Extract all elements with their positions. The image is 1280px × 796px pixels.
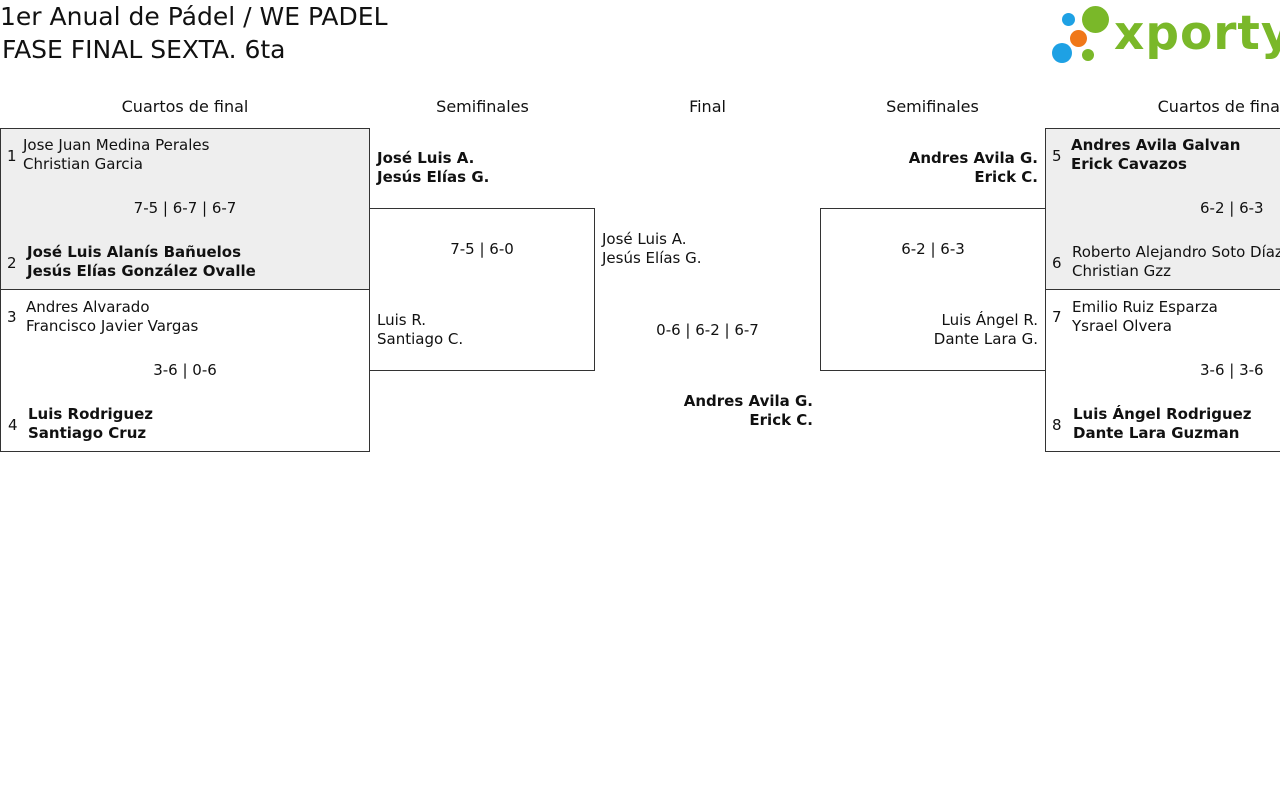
champion-player-name: Erick C. — [749, 411, 813, 429]
player-name: Francisco Javier Vargas — [26, 317, 199, 335]
player-name: Andres Alvarado — [26, 298, 150, 316]
champion-player-name: Andres Avila G. — [683, 392, 813, 410]
winner-player-name: Erick Cavazos — [1071, 155, 1187, 173]
winner-player-name: Luis Rodriguez — [28, 405, 153, 423]
winner-player-name: José Luis Alanís Bañuelos — [27, 243, 242, 261]
player-name: Christian Gzz — [1072, 262, 1172, 280]
player-name: Luis Ángel R. — [941, 311, 1038, 329]
player-name: Roberto Alejandro Soto Díaz — [1072, 243, 1280, 261]
winner-player-name: Dante Lara Guzman — [1073, 424, 1240, 442]
seed-number: 2 — [7, 254, 17, 272]
winner-player-name: José Luis A. — [377, 149, 475, 167]
winner-player-name: Jesús Elías González Ovalle — [27, 262, 256, 280]
logo-wordmark: xporty — [1114, 6, 1280, 61]
winner-player-name: Luis Ángel Rodriguez — [1073, 405, 1252, 423]
player-name: José Luis A. — [602, 230, 687, 248]
logo-dot-green-small — [1082, 49, 1094, 61]
winner-player-name: Santiago Cruz — [28, 424, 147, 442]
logo-dot-blue-large — [1052, 43, 1072, 63]
seed-number: 3 — [7, 308, 17, 326]
seed-number: 1 — [7, 147, 17, 165]
player-name: Jose Juan Medina Perales — [23, 136, 210, 154]
logo-dot-blue-small — [1062, 13, 1075, 26]
winner-player-name: Andres Avila G. — [908, 149, 1038, 167]
match-score: 3-6 | 0-6 — [153, 361, 217, 379]
xporty-logo: xporty — [1052, 4, 1280, 68]
match-qf-right-1[interactable] — [1045, 128, 1280, 290]
header-qf-left: Cuartos de final — [121, 97, 249, 116]
seed-number: 8 — [1052, 416, 1062, 434]
winner-player-name: Erick C. — [974, 168, 1038, 186]
header-qf-right: Cuartos de final — [1157, 97, 1280, 116]
match-score: 7-5 | 6-0 — [450, 240, 514, 258]
page-subtitle: FASE FINAL SEXTA. 6ta — [2, 35, 286, 64]
player-name: Santiago C. — [377, 330, 464, 348]
seed-number: 6 — [1052, 254, 1062, 272]
match-sf-left[interactable] — [369, 208, 595, 371]
match-score: 6-2 | 6-3 — [901, 240, 965, 258]
seed-number: 4 — [8, 416, 18, 434]
winner-player-name: Jesús Elías G. — [377, 168, 490, 186]
match-score: 7-5 | 6-7 | 6-7 — [133, 199, 237, 217]
header-sf-left: Semifinales — [436, 97, 529, 116]
seed-number: 7 — [1052, 308, 1062, 326]
player-name: Luis R. — [377, 311, 427, 329]
player-name: Jesús Elías G. — [602, 249, 702, 267]
logo-dot-orange — [1070, 30, 1087, 47]
match-score: 3-6 | 3-6 — [1200, 361, 1264, 379]
player-name: Emilio Ruiz Esparza — [1072, 298, 1218, 316]
winner-player-name: Andres Avila Galvan — [1071, 136, 1241, 154]
match-qf-left-1[interactable] — [0, 128, 370, 290]
final-score: 0-6 | 6-2 | 6-7 — [656, 321, 759, 339]
player-name: Ysrael Olvera — [1072, 317, 1172, 335]
player-name: Dante Lara G. — [933, 330, 1038, 348]
header-sf-right: Semifinales — [886, 97, 979, 116]
page-title: 1er Anual de Pádel / WE PADEL — [0, 2, 388, 31]
match-score: 6-2 | 6-3 — [1200, 199, 1264, 217]
seed-number: 5 — [1052, 147, 1062, 165]
header-final: Final — [689, 97, 726, 116]
player-name: Christian Garcia — [23, 155, 143, 173]
match-qf-right-2[interactable] — [1045, 289, 1280, 452]
logo-dot-green-large — [1082, 6, 1109, 33]
